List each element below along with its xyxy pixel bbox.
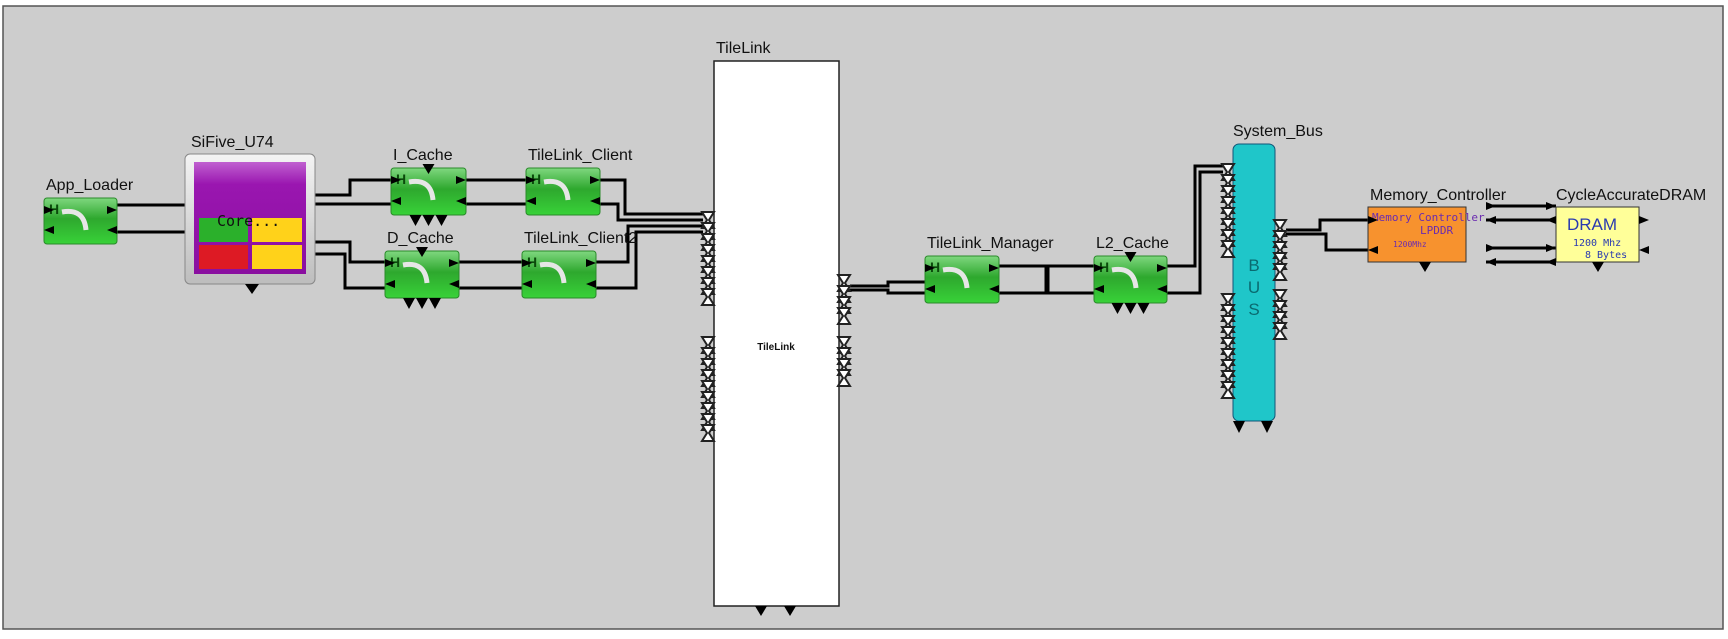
sifive-u74-label: SiFive_U74 xyxy=(191,134,274,151)
tilelink-client2-label: TileLink_Client2 xyxy=(524,230,637,247)
handler-arrow-icon xyxy=(61,208,89,231)
bus-letter-b: B xyxy=(1248,256,1259,275)
memory-controller-label: Memory_Controller xyxy=(1370,187,1507,204)
i-cache-label: I_Cache xyxy=(393,147,453,164)
hourglass-port-icon xyxy=(1220,240,1236,258)
wire-core-dcache-1 xyxy=(315,240,385,264)
port-arrows-icon xyxy=(925,264,999,293)
dram-label: CycleAccurateDRAM xyxy=(1556,187,1706,204)
memory-controller-block xyxy=(1367,206,1467,263)
dram-freq: 1200 Mhz xyxy=(1573,238,1621,249)
wire-manager-l2-2 xyxy=(999,264,1094,295)
tilelink-inner-label: TileLink xyxy=(757,342,795,353)
handler-arrow-icon xyxy=(942,266,970,289)
handler-arrow-icon xyxy=(408,178,436,201)
hourglass-port-icon xyxy=(1272,322,1288,340)
hourglass-port-icon xyxy=(700,288,716,306)
wire-client-tilelink-1 xyxy=(600,178,703,216)
memory-controller-freq: 1200Mhz xyxy=(1393,240,1427,249)
l2-cache-label: L2_Cache xyxy=(1096,235,1169,252)
port-arrows-icon xyxy=(44,206,117,234)
wire-client2-tilelink-2 xyxy=(596,230,703,290)
h-icon: H xyxy=(1099,259,1109,275)
canvas-background xyxy=(2,5,1724,630)
port-arrows-icon xyxy=(391,176,466,205)
core-label: Core... xyxy=(217,212,280,230)
app-loader-label: App_Loader xyxy=(46,177,134,194)
wire-tilelink-manager-1 xyxy=(850,280,925,288)
handler-arrow-icon xyxy=(402,261,430,284)
port-connectors xyxy=(700,163,1288,442)
triangle-ports-icon xyxy=(403,247,441,309)
memory-controller-component[interactable]: Memory_Controller Memory Controller LPDD… xyxy=(1367,187,1507,272)
tilelink-client-label: TileLink_Client xyxy=(528,147,633,164)
system-bus-label: System_Bus xyxy=(1233,123,1323,140)
wire-manager-l2-1 xyxy=(999,264,1094,295)
system-bus-component[interactable]: System_Bus B U S xyxy=(1232,123,1323,433)
wire-bus-memctrl-1 xyxy=(1286,218,1368,232)
wires xyxy=(117,164,1556,295)
h-icon: H xyxy=(527,254,537,270)
h-icon: H xyxy=(396,171,406,187)
dram-width: 8 Bytes xyxy=(1585,250,1627,261)
port-arrows-icon xyxy=(522,259,596,288)
port-arrows-icon xyxy=(385,259,459,288)
port-arrows-icon xyxy=(1094,264,1167,293)
system-bus-port-icon xyxy=(1233,421,1273,433)
wire-bus-memctrl-2 xyxy=(1286,232,1368,252)
core-cell-yellow-2 xyxy=(252,245,302,269)
wire-l2-bus-2 xyxy=(1167,170,1223,295)
triangle-ports-icon xyxy=(1111,252,1150,314)
port-arrows-icon xyxy=(526,176,600,205)
hourglass-port-icon xyxy=(1272,263,1288,281)
core-cell-red xyxy=(199,245,248,269)
core-cell-yellow-1 xyxy=(252,218,302,242)
wire-core-icache-out xyxy=(315,178,391,197)
dram-block xyxy=(1555,206,1640,263)
handler-arrow-icon xyxy=(543,178,571,201)
system-bus-block xyxy=(1232,143,1276,422)
tilelink-block xyxy=(713,60,840,607)
tilelink-label: TileLink xyxy=(716,40,772,57)
memory-controller-type: LPDDR xyxy=(1420,224,1453,237)
dram-title: DRAM xyxy=(1567,215,1617,234)
core-cell-green xyxy=(199,218,248,242)
dram-component[interactable]: CycleAccurateDRAM DRAM 1200 Mhz 8 Bytes xyxy=(1486,187,1706,272)
handler-arrow-icon xyxy=(539,261,567,284)
wire-tilelink-manager-2 xyxy=(850,288,925,295)
tilelink-port-icon xyxy=(755,606,796,616)
wire-core-dcache-2 xyxy=(315,252,385,290)
d-cache-label: D_Cache xyxy=(387,230,454,247)
hourglass-port-icon xyxy=(836,307,852,325)
sifive-port-out-icon xyxy=(245,284,259,294)
triangle-ports-icon xyxy=(409,164,448,226)
sifive-u74-component[interactable]: SiFive_U74 Core... xyxy=(184,134,316,294)
h-icon: H xyxy=(930,259,940,275)
wire-client-tilelink-2 xyxy=(600,202,703,222)
handler-arrow-icon xyxy=(1111,266,1139,289)
h-icon: H xyxy=(390,254,400,270)
h-icon: H xyxy=(531,171,541,187)
bus-letter-u: U xyxy=(1248,278,1260,297)
bus-letter-s: S xyxy=(1248,300,1259,319)
memory-controller-port-icon xyxy=(1368,216,1431,272)
tilelink-manager-label: TileLink_Manager xyxy=(927,235,1054,252)
hourglass-port-icon xyxy=(700,424,716,442)
memory-controller-title: Memory Controller xyxy=(1372,211,1485,224)
tilelink-component[interactable]: TileLink TileLink xyxy=(713,40,840,616)
hourglass-port-icon xyxy=(1220,381,1236,399)
hourglass-port-icon xyxy=(836,369,852,387)
wire-client2-tilelink-1 xyxy=(596,224,703,264)
wire-l2-bus-1 xyxy=(1167,164,1223,268)
h-icon: H xyxy=(49,201,59,217)
